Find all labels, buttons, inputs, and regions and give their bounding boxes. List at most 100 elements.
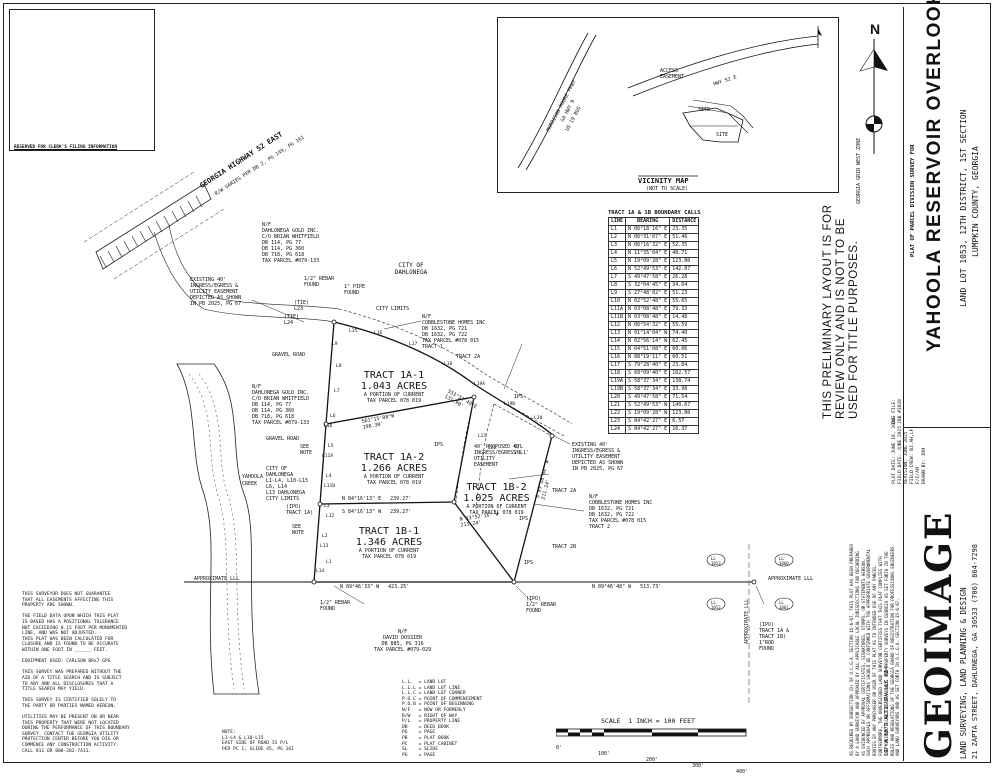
row-line: L14 bbox=[607, 337, 627, 346]
row-distance: 138.74 bbox=[669, 377, 700, 386]
line-label: L17 bbox=[409, 342, 418, 347]
row-distance: 23.35 bbox=[669, 225, 700, 234]
tract-1b1-acres: 1.346 ACRES bbox=[355, 537, 423, 548]
easement-proposed: 40' PROPOSED 40' INGRESS/EGRESS & UTILIT… bbox=[474, 444, 523, 468]
line-label: L15 bbox=[349, 329, 358, 334]
col-bearing: BEARING bbox=[625, 217, 671, 226]
line-label: L13 bbox=[320, 544, 329, 549]
ll-1061: LL 1061 bbox=[779, 600, 789, 610]
monuments bbox=[311, 319, 757, 585]
line-label: L21 bbox=[478, 434, 487, 439]
tract-2b-label: TRACT 2B bbox=[552, 544, 577, 550]
tract-1b1-name: TRACT 1B-1 bbox=[358, 526, 420, 537]
tract-1a2: TRACT 1A-2 1.266 ACRES A PORTION OF CURR… bbox=[349, 452, 439, 486]
centerline: C/L 20.1' bbox=[514, 444, 530, 456]
row-distance: 123.80 bbox=[669, 409, 700, 418]
bearing-s-line-2: N 89°46'48" W 513.73' bbox=[592, 584, 662, 590]
vicinity-label-access: ACCESS EASEMENT bbox=[660, 68, 685, 80]
tract-1b2-acres: 1.025 ACRES bbox=[463, 493, 530, 504]
row-line: L11A bbox=[607, 305, 627, 314]
row-line: L7 bbox=[607, 273, 627, 282]
owner-se: N/F COBBLESTONE HOMES INC DB 1632, PG 72… bbox=[589, 494, 653, 530]
north-label: N bbox=[870, 21, 881, 37]
row-bearing: N 04°51'08" E bbox=[625, 345, 671, 354]
row-bearing: S 58°37'34" E bbox=[625, 377, 671, 386]
row-line: L8 bbox=[607, 281, 627, 290]
row-line: L19B bbox=[607, 385, 627, 394]
road-note: NOTE: L1-L4 & L10-L15 EAST SIDE OF ROAD … bbox=[222, 730, 294, 752]
owner-w: N/F DAHLONEGA GOLD INC. C/O BRIAN WHITFI… bbox=[252, 384, 310, 426]
general-notes: THIS SURVEYOR DOES NOT GUARANTEE THAT AL… bbox=[22, 592, 130, 754]
row-distance: 74.40 bbox=[669, 329, 700, 338]
scale-tick-1: 100' bbox=[598, 751, 611, 757]
see-note: SEE NOTE bbox=[300, 444, 313, 456]
row-bearing: N 03°08'48" E bbox=[625, 305, 671, 314]
ll-1053: LL 1053 bbox=[711, 556, 721, 566]
tract-1a2-name: TRACT 1A-2 bbox=[363, 452, 425, 463]
company-address: 21 ZAPTA STREET, DAHLONEGA, GA 30533 (70… bbox=[971, 544, 979, 759]
creek-label: YAHOOLA CREEK bbox=[242, 474, 264, 487]
row-bearing: N 06°18'16" E bbox=[625, 225, 671, 234]
north-arrow: N bbox=[852, 19, 892, 159]
row-distance: 79.33 bbox=[669, 305, 700, 314]
row-line: L1 bbox=[607, 225, 627, 234]
tract-1b2: TRACT 1B-2 1.025 ACRES A PORTION OF CURR… bbox=[454, 482, 539, 516]
bearing-mid-2: S 84°16'13" W 239.27' bbox=[342, 509, 412, 515]
dwg-info: DWG FILE: JOB #3028 bbox=[892, 399, 903, 424]
row-line: L16 bbox=[607, 353, 627, 362]
row-line: L23 bbox=[607, 417, 627, 426]
survey-drawing bbox=[83, 171, 794, 704]
gravel-road: GRAVEL ROAD bbox=[272, 352, 306, 358]
tie-2: (TIE) L24 bbox=[284, 314, 300, 326]
line-label: L6 bbox=[330, 414, 336, 419]
line-label: L9 bbox=[332, 342, 338, 347]
plat-sheet: RESERVED FOR CLERK'S FILING INFORMATION bbox=[3, 0, 991, 775]
project-name: YAHOOLA RESERVOIR OVERLOOK bbox=[924, 0, 945, 352]
vicinity-label-site-2: SITE bbox=[716, 132, 729, 138]
row-bearing: S 49°47'58" E bbox=[625, 393, 671, 402]
tract-2a-label: TRACT 2A bbox=[456, 354, 481, 360]
row-distance: 55.65 bbox=[669, 297, 700, 306]
col-distance: DISTANCE bbox=[669, 217, 700, 226]
scale-bar: SCALE 1 INCH = 100 FEET 0' 100' 200' 300… bbox=[556, 718, 756, 775]
line-label: L10 bbox=[324, 424, 333, 429]
row-bearing: S 19°09'28" W bbox=[625, 409, 671, 418]
rebar-3: (IPO) 1/2" REBAR FOUND bbox=[526, 596, 557, 614]
proposed-easement-lines bbox=[455, 396, 553, 510]
row-line: L13 bbox=[607, 329, 627, 338]
ips-2: IPS bbox=[434, 442, 444, 448]
row-bearing: N 19°09'28" E bbox=[625, 257, 671, 266]
tract-1b2-sub: A PORTION OF CURRENT TAX PARCEL 078 019 bbox=[466, 504, 527, 516]
row-line: L18 bbox=[607, 369, 627, 378]
ips-4: IPS bbox=[524, 560, 534, 566]
line-label: L11A bbox=[322, 454, 334, 459]
ll-line-3: APPROXIMATE LLL bbox=[744, 598, 750, 644]
certification-text: AS REQUIRED BY SUBSECTION (D) OF O.C.G.A… bbox=[849, 544, 901, 756]
row-distance: 140.67 bbox=[669, 401, 700, 410]
leader-lines bbox=[251, 299, 765, 605]
line-label: L16 bbox=[374, 331, 383, 336]
row-line: L3 bbox=[607, 241, 627, 250]
company-services: LAND SURVEYING, LAND PLANNING & DESIGN bbox=[959, 587, 968, 759]
rebar-4: (IPO) TRACT 1A & TRACT 1B) 1"ROD FOUND bbox=[759, 622, 790, 652]
vicinity-map: ACCESS EASEMENT SITE SITE HWY 52 E MORRI… bbox=[497, 17, 839, 193]
line-label: L1 bbox=[326, 560, 332, 565]
row-line: L21 bbox=[607, 401, 627, 410]
row-line: L15 bbox=[607, 345, 627, 354]
location-line1: LAND LOT 1053, 12TH DISTRICT, 1ST SECTIO… bbox=[959, 109, 968, 307]
boundary-table-title: TRACT 1A & 1B BOUNDARY CALLS bbox=[608, 210, 701, 216]
row-distance: 60.06 bbox=[669, 345, 700, 354]
row-line: L10 bbox=[607, 297, 627, 306]
row-line: L9 bbox=[607, 289, 627, 298]
row-line: L19A bbox=[607, 377, 627, 386]
